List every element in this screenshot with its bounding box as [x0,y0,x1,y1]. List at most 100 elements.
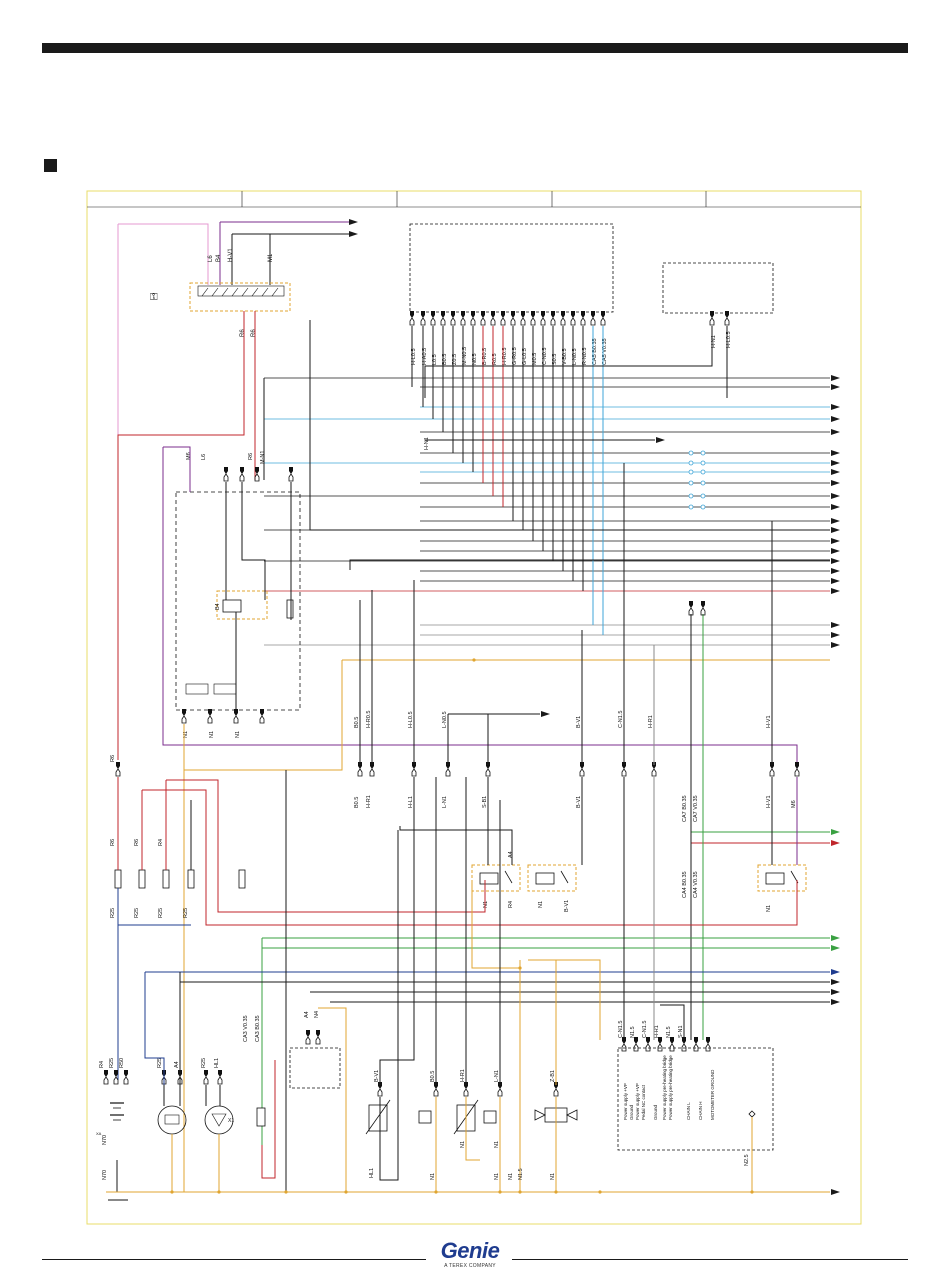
connector-socket-icon [217,1076,223,1085]
arrow-right-icon [831,450,840,456]
ground-marker [748,1110,756,1118]
instrument-module-box [617,1047,774,1151]
relay-contact [560,870,569,884]
connector-pin-icon [218,1070,222,1077]
lower-left-label: R4 [99,1061,105,1068]
connector-pin-icon [410,311,414,318]
arrow-right-icon [831,989,840,995]
connector-pin-icon [554,1082,558,1089]
mid-upper-label: H-V1 [766,715,772,728]
ground-symbol [185,683,209,695]
arrow-right-icon [831,527,840,533]
relay-label: R4 [508,901,514,908]
br-pin-label: C-N1.5 [642,1021,648,1038]
connector-pin-icon [571,311,575,318]
arrow-right-icon [831,945,840,951]
ecu-pin-label: CA5 V0.35 [602,338,608,365]
junction-dot [217,1190,221,1194]
key-switch-box [189,282,291,312]
connector-pin-icon [694,1037,698,1044]
connector-pin-icon [521,311,525,318]
connector-pin-icon [240,467,244,474]
connector-socket-icon [470,317,476,326]
junction-ring [688,469,694,475]
genie-logo: Genie A TEREX COMPANY [428,1239,512,1279]
wire [660,1004,685,1040]
lower-left-label: R25 [201,1058,207,1068]
connector-pin-icon [441,311,445,318]
mid-upper-label: L-N0.5 [442,711,448,728]
junction-dot [518,966,522,970]
wire-purple [162,447,798,770]
connector-socket-icon [203,1076,209,1085]
connector-socket-icon [115,768,121,777]
connector-socket-icon [123,1076,129,1085]
label-m6: M6 [186,452,192,460]
wire [241,482,266,600]
connector-pin-icon [689,601,693,608]
switch-body [418,1110,432,1124]
connector-pin-icon [306,1030,310,1037]
wire [528,959,601,1040]
connector-pin-icon [498,1082,502,1089]
connector-pin-icon [725,311,729,318]
label-hv1: H-V1 [228,248,234,262]
module-desc: Power supply pre-heating bridge [668,1055,673,1120]
mid-lower-label: H-R1 [366,795,372,808]
mid-lower-label: M6 [791,800,797,808]
connector-socket-icon [724,317,730,326]
relay-coil [222,599,242,613]
ecu-pin-label: CA5 B0.35 [592,338,598,365]
mid-lower-label: H-L1 [408,796,414,808]
connector-pin-icon [770,762,774,769]
mid-lower-label: L-N1 [442,796,448,808]
mid-upper-label: H-R1 [648,715,654,728]
connector-pin-icon [501,311,505,318]
connector-pin-icon [124,1070,128,1077]
arrow-right-icon [831,979,840,985]
connector-socket-icon [705,1043,711,1052]
connector-socket-icon [490,317,496,326]
resistor [256,1107,266,1127]
junction-ring [688,450,694,456]
connector-socket-icon [497,1088,503,1097]
wire [379,830,399,1181]
junction-ring [700,493,706,499]
connector-socket-icon [693,1043,699,1052]
connector-pin-icon [446,762,450,769]
connector-pin-icon [316,1030,320,1037]
wire-purple [163,446,191,492]
aux-box [662,262,774,314]
connector-socket-icon [420,317,426,326]
connector-socket-icon [669,1043,675,1052]
connector-socket-icon [207,715,213,724]
connector-socket-icon [794,768,800,777]
switch-body [483,1110,497,1124]
wire-pink [117,224,163,436]
lower-mid-label: H-R1 [460,1069,466,1082]
arrow-right-icon [831,558,840,564]
junction-ring [700,450,706,456]
connector-socket-icon [560,317,566,326]
ecu-pin-label: G-L0.5 [522,348,528,365]
connector-pin-icon [646,1037,650,1044]
ca7-label: CA7 V0.35 [693,795,699,822]
ecu-pin-label: M-N0.5 [462,347,468,365]
switch-contact [231,287,239,297]
junction-ring [688,480,694,486]
label-l6b: L6 [201,454,207,460]
resistor-arrow [365,1099,391,1135]
connector-pin-icon [531,311,535,318]
arrow-right-icon [656,437,665,443]
footer-rule-right [512,1259,908,1260]
arrow-right-icon [831,404,840,410]
label-b4-relay: B4 [215,603,221,610]
connector-pin-icon [208,709,212,716]
lower-mid-label: L-N1 [494,1070,500,1082]
connector-pin-icon [358,762,362,769]
connector-socket-icon [510,317,516,326]
connector-socket-icon [480,317,486,326]
ecu-pin-label: G-R0.5 [512,347,518,365]
connector-socket-icon [621,1043,627,1052]
